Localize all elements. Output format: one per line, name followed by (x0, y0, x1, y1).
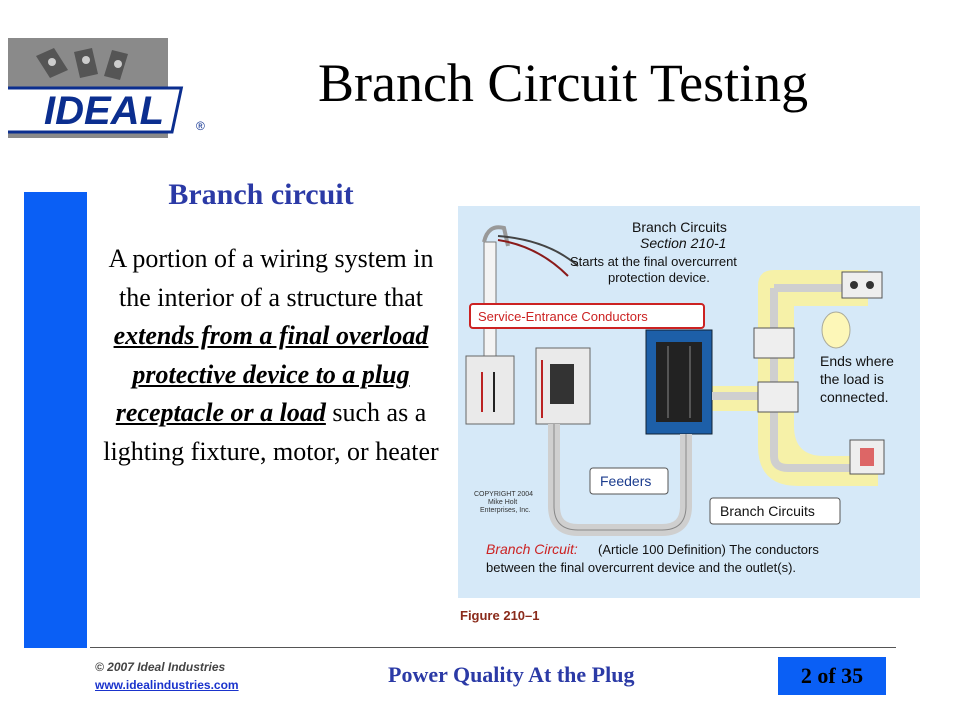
callout-section: Section 210-1 (640, 235, 726, 251)
slide-title: Branch Circuit Testing (318, 53, 809, 113)
service-label-box (469, 303, 705, 329)
definition-lead: A portion of a wiring system in the inte… (108, 244, 434, 312)
service-label: Service-Entrance Conductors (478, 309, 648, 324)
logo-text: IDEAL (44, 89, 164, 133)
ideal-logo: IDEAL ® (0, 38, 214, 138)
registered-mark: ® (196, 119, 205, 133)
footer-website-link[interactable]: www.idealindustries.com (95, 678, 239, 692)
definition-text: A portion of a wiring system in the inte… (98, 240, 444, 471)
figure-copyright-1: COPYRIGHT 2004 (474, 491, 533, 498)
accent-bar (24, 192, 87, 648)
feeders-box (589, 467, 669, 495)
definition-tail: such as a lighting fixture, motor, or he… (103, 398, 439, 466)
definition-line-2: between the final overcurrent device and… (486, 560, 796, 575)
footer-copyright: © 2007 Ideal Industries (95, 660, 226, 674)
figure-copyright-2: Mike Holt (488, 499, 517, 506)
section-heading: Branch circuit (168, 178, 354, 211)
ideal-logo-graphic: IDEAL ® (0, 38, 205, 138)
figure-caption: Figure 210–1 (460, 608, 540, 623)
page-number: 2 of 35 (778, 657, 886, 695)
ends-line-2: the load is (820, 371, 884, 387)
branch-circuits-label: Branch Circuits (720, 503, 815, 519)
callout-line-2: protection device. (608, 270, 710, 285)
ends-line-1: Ends where (820, 353, 894, 369)
definition-emphasis: extends from a final overload protective… (113, 321, 429, 427)
callout-line-1: Starts at the final overcurrent (570, 254, 737, 269)
definition-title: Branch Circuit: (486, 541, 578, 557)
footer-divider (90, 647, 896, 648)
footer-title: Power Quality At the Plug (388, 662, 635, 687)
branch-circuits-box (709, 497, 841, 525)
figure-copyright-3: Enterprises, Inc. (480, 507, 531, 514)
branch-circuit-figure: Branch Circuits Section 210-1 Starts at … (458, 206, 920, 628)
wiring-diagram: Branch Circuits Section 210-1 Starts at … (458, 206, 920, 598)
callout-title: Branch Circuits (632, 219, 727, 235)
feeders-label: Feeders (600, 473, 651, 489)
ends-line-3: connected. (820, 389, 889, 405)
definition-line-1: (Article 100 Definition) The conductors (598, 542, 819, 557)
